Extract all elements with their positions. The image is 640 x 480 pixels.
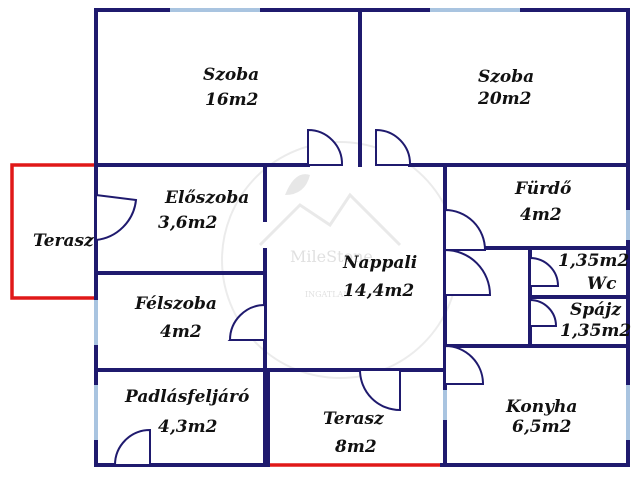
room-area-eloszoba: 3,6m2 — [158, 213, 218, 233]
door-nappali-konyha — [444, 248, 492, 296]
door-terasz-south — [358, 369, 401, 412]
watermark-leaf-icon — [285, 174, 310, 195]
door-konyha — [444, 344, 485, 385]
terrace-west-outline — [10, 163, 96, 300]
room-name-spajz: Spájz — [570, 300, 621, 320]
room-name-padlasfeljaro: Padlásfeljáró — [124, 387, 249, 407]
room-name-szoba-1: Szoba — [203, 65, 259, 85]
room-name-felszoba: Félszoba — [134, 294, 217, 314]
room-name-eloszoba: Előszoba — [164, 188, 249, 208]
doors — [95, 128, 560, 466]
room-name-szoba-2: Szoba — [478, 67, 534, 87]
room-area-szoba-1: 16m2 — [205, 90, 259, 110]
room-name-furdo: Fürdő — [514, 179, 572, 199]
room-area-wc: 1,35m2 — [558, 251, 629, 271]
room-name-wc: Wc — [587, 274, 617, 294]
watermark-brand: MileStone — [290, 247, 373, 266]
room-labels: Szoba 16m2 Szoba 20m2 Előszoba 3,6m2 Ter… — [33, 65, 631, 457]
door-furdo — [444, 208, 487, 251]
room-name-nappali: Nappali — [342, 253, 417, 273]
room-name-terasz-south: Terasz — [323, 409, 384, 429]
room-area-furdo: 4m2 — [520, 205, 562, 225]
windows — [94, 8, 630, 440]
room-area-spajz: 1,35m2 — [560, 321, 631, 341]
room-name-terasz-west: Terasz — [33, 231, 94, 251]
room-area-nappali: 14,4m2 — [343, 281, 414, 301]
door-szoba-1 — [307, 128, 344, 166]
door-padlas — [113, 428, 151, 466]
room-area-padlasfeljaro: 4,3m2 — [158, 417, 218, 437]
door-wc — [529, 256, 560, 287]
room-name-konyha: Konyha — [505, 397, 577, 417]
door-spajz — [529, 298, 558, 327]
watermark-tagline: INGATLAN — [305, 290, 350, 299]
door-szoba-2 — [375, 128, 412, 166]
watermark-mountain-icon — [258, 192, 402, 247]
room-area-szoba-2: 20m2 — [477, 89, 532, 109]
room-area-konyha: 6,5m2 — [512, 417, 572, 437]
room-area-terasz-south: 8m2 — [334, 437, 377, 457]
door-eloszoba-terasz — [95, 193, 138, 242]
watermark: MileStone INGATLAN — [221, 141, 459, 379]
room-area-felszoba: 4m2 — [160, 322, 202, 342]
door-felszoba — [228, 303, 266, 341]
